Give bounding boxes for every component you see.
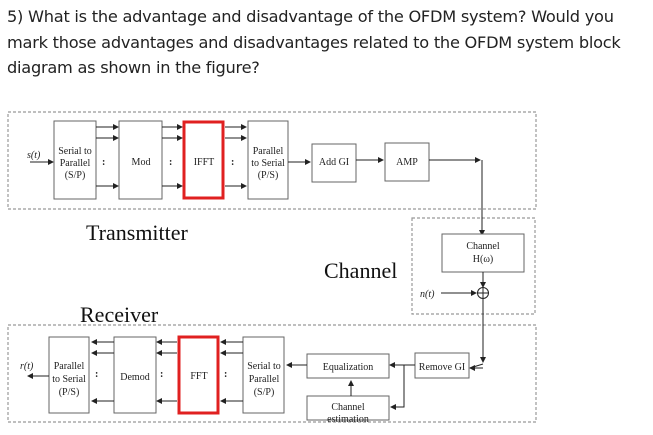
add-gi-label: Add GI — [319, 157, 349, 168]
tx-ps-label-3: (P/S) — [258, 170, 279, 181]
tx-sp-label-3: (S/P) — [65, 170, 86, 181]
tx-parallel-lines-2 — [162, 124, 183, 189]
receiver-frame — [7, 324, 537, 423]
rx-ps-block — [48, 336, 90, 414]
rx-parallel-lines-3 — [220, 339, 243, 404]
remove-gi-block — [414, 352, 470, 379]
add-gi-block — [311, 143, 357, 183]
tx-parallel-lines-3 — [225, 124, 247, 189]
fft-block-highlighted — [177, 335, 220, 415]
amp-block — [384, 142, 430, 182]
channel-estimation-label-2: estimation — [327, 414, 369, 425]
svg-text::: : — [102, 157, 105, 168]
mod-block — [118, 120, 163, 200]
rx-sp-block — [242, 336, 285, 414]
input-signal-label: s(t) — [27, 150, 41, 161]
rx-sp-label-1: Serial to — [247, 361, 281, 372]
fft-label: FFT — [190, 371, 207, 382]
rx-sp-label-3: (S/P) — [254, 387, 275, 398]
amp-label: AMP — [396, 157, 418, 168]
svg-text::: : — [231, 157, 234, 168]
question-text: 5) What is the advantage and disadvantag… — [7, 7, 621, 77]
rx-ps-label-1: Parallel — [54, 361, 85, 372]
receiver-label: Receiver — [80, 302, 159, 327]
svg-text::: : — [95, 369, 98, 380]
tx-ps-label-2: to Serial — [251, 158, 285, 169]
svg-text::: : — [224, 369, 227, 380]
transmitter-frame — [7, 111, 537, 210]
rx-ps-label-3: (P/S) — [59, 387, 80, 398]
rx-sp-label-2: Parallel — [249, 374, 280, 385]
output-signal-label: r(t) — [20, 361, 34, 372]
rx-ps-label-2: to Serial — [52, 374, 86, 385]
demod-block — [113, 336, 157, 414]
ifft-block-highlighted — [182, 120, 225, 200]
equalization-label: Equalization — [323, 362, 374, 373]
channel-frame — [411, 217, 536, 315]
tx-ps-label-1: Parallel — [253, 146, 284, 157]
rx-parallel-lines-1 — [91, 339, 114, 404]
svg-text::: : — [169, 157, 172, 168]
channel-block — [441, 233, 525, 273]
channel-label-2: H(ω) — [473, 254, 493, 265]
svg-text::: : — [160, 369, 163, 380]
tx-ps-block — [247, 120, 289, 200]
remove-gi-label: Remove GI — [419, 362, 465, 373]
tx-sp-label-1: Serial to — [58, 146, 92, 157]
transmitter-label: Transmitter — [86, 220, 189, 245]
channel-estimation-block — [306, 395, 390, 421]
channel-estimation-label-1: Channel — [331, 402, 365, 413]
tx-sp-label-2: Parallel — [60, 158, 91, 169]
tx-sp-block — [53, 120, 97, 200]
mod-label: Mod — [132, 157, 151, 168]
channel-section-label: Channel — [324, 258, 397, 283]
tx-parallel-lines-1 — [96, 124, 119, 189]
demod-label: Demod — [120, 372, 149, 383]
equalization-block — [306, 353, 390, 379]
channel-label-1: Channel — [466, 241, 500, 252]
ifft-label: IFFT — [194, 157, 215, 168]
rx-parallel-lines-2 — [156, 339, 177, 404]
noise-label: n(t) — [420, 289, 435, 300]
